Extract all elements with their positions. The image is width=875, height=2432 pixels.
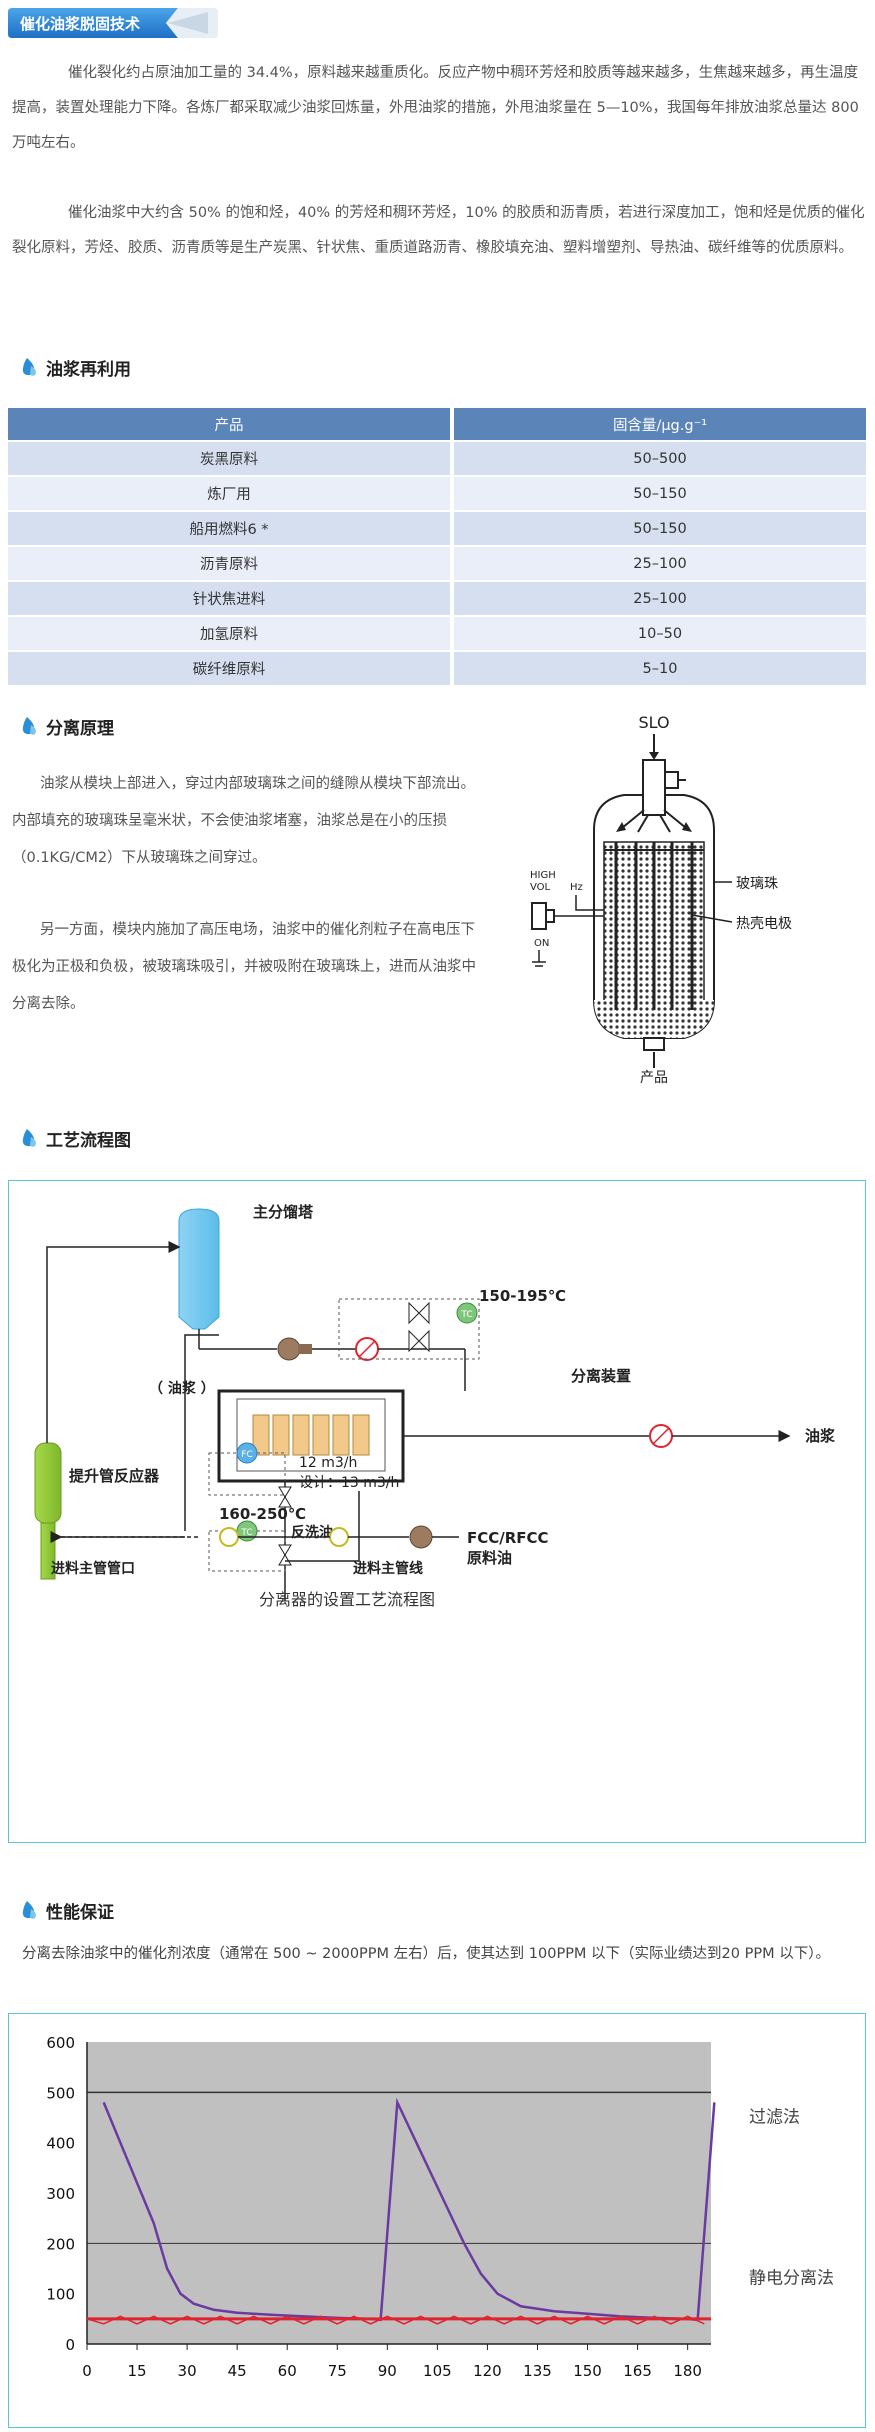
- inlet-label: SLO: [638, 713, 669, 732]
- x-tick-label: 180: [673, 2362, 702, 2380]
- process-flow-diagram: 主分馏塔 （ 油浆 ） TC 150-195℃ 分离装置 油浆: [8, 1180, 866, 1843]
- table-header-row: 产品 固含量/μg.g⁻¹: [8, 408, 866, 440]
- svg-text:FC: FC: [241, 1450, 252, 1460]
- droplet-icon: [22, 1901, 36, 1919]
- svg-text:Hz: Hz: [570, 882, 583, 893]
- svg-text:VOL: VOL: [530, 882, 551, 893]
- svg-text:ON: ON: [534, 938, 549, 949]
- feed-inlet-label: 进料主管管口: [51, 1560, 135, 1577]
- y-tick-label: 300: [46, 2185, 75, 2203]
- y-tick-label: 100: [46, 2286, 75, 2304]
- legend-label-1: 过滤法: [749, 2108, 800, 2128]
- x-tick-label: 120: [473, 2362, 502, 2380]
- x-tick-label: 165: [623, 2362, 652, 2380]
- performance-chart: 0 100 200 300 400 500 600 0 15 30 45 60 75 90 105 120 13…: [8, 2013, 866, 2428]
- intro-paragraph-2: 催化油浆中大约含 50% 的饱和烃，40% 的芳烃和稠环芳烃，10% 的胶质和沥…: [12, 205, 865, 256]
- series-line-1: [102, 2097, 716, 2322]
- svg-text:TC: TC: [240, 1528, 252, 1538]
- droplet-icon: [22, 358, 36, 376]
- x-tick-label: 45: [228, 2362, 247, 2380]
- pump-icon: [277, 1337, 301, 1361]
- separator-label: 分离装置: [571, 1367, 631, 1385]
- fractionator-tower: [178, 1208, 220, 1330]
- pump-icon: [409, 1525, 433, 1549]
- diagram-caption: 分离器的设置工艺流程图: [259, 1590, 435, 1609]
- power-switch-icon: [531, 902, 547, 930]
- section-tab: 催化油浆脱固技术: [8, 8, 218, 38]
- y-tick-label: 600: [46, 2034, 75, 2052]
- x-tick-label: 30: [178, 2362, 197, 2380]
- performance-text: 分离去除油浆中的催化剂浓度（通常在 500 ~ 2000PPM 左右）后，使其达…: [22, 1946, 830, 1962]
- svg-text:TC: TC: [460, 1310, 472, 1320]
- temp-range-1: 150-195℃: [479, 1287, 566, 1305]
- fc-indicator: [236, 1442, 258, 1464]
- backwash-label: 反洗油: [291, 1524, 333, 1541]
- table-row: 船用燃料6 *50–150: [8, 512, 866, 545]
- arrow-icon: [168, 12, 208, 34]
- tower-label: 主分馏塔: [253, 1203, 314, 1221]
- separation-paragraph-2: 另一方面，模块内施加了高压电场，油浆中的催化剂粒子在高电压下极化为正极和负极，被…: [12, 922, 476, 1012]
- separator-unit: [217, 1389, 405, 1483]
- droplet-icon: [22, 717, 36, 735]
- bead-label: 玻璃珠: [736, 875, 778, 892]
- y-tick-label: 400: [46, 2135, 75, 2153]
- y-tick-label: 0: [65, 2336, 75, 2354]
- x-tick-label: 15: [128, 2362, 147, 2380]
- x-tick-label: 0: [82, 2362, 92, 2380]
- header-content: 固含量/μg.g⁻¹: [454, 408, 866, 440]
- riser-reactor: [34, 1442, 62, 1524]
- electrode-label: 热壳电极: [736, 915, 792, 932]
- separator-diagram: SLO 玻璃珠 热壳电极 HIGH VOL Hz ON 产品: [530, 713, 792, 1086]
- page-title: 催化油浆脱固技术: [20, 15, 141, 33]
- x-tick-label: 135: [523, 2362, 552, 2380]
- flow-design: 设计：13 m3/h: [299, 1475, 399, 1491]
- x-tick-label: 60: [278, 2362, 297, 2380]
- y-tick-label: 500: [46, 2084, 75, 2102]
- header-product: 产品: [8, 408, 454, 440]
- feed-label-1: FCC/RFCC: [467, 1529, 549, 1547]
- separation-paragraph-1: 油浆从模块上部进入，穿过内部玻璃珠之间的缝隙从模块下部流出。内部填充的玻璃珠呈毫…: [12, 776, 475, 866]
- y-tick-label: 200: [46, 2235, 75, 2253]
- heat-exchanger-icon: [329, 1527, 349, 1547]
- x-tick-label: 105: [423, 2362, 452, 2380]
- x-tick-label: 150: [573, 2362, 602, 2380]
- feed-label-2: 原料油: [467, 1549, 512, 1567]
- slurry-out-label: 油浆: [805, 1427, 836, 1445]
- slurry-label: （ 油浆 ）: [149, 1380, 215, 1397]
- temp-range-2: 160-250℃: [219, 1505, 306, 1523]
- svg-text:HIGH: HIGH: [530, 870, 556, 881]
- intro-paragraph-1: 催化裂化约占原油加工量的 34.4%，原料越来越重质化。反应产物中稠环芳烃和胶质…: [12, 65, 859, 151]
- legend-label-2: 静电分离法: [749, 2269, 834, 2289]
- chart-svg: 0 100 200 300 400 500 600 0 15 30 45 60 75 90 105 120 13…: [46, 2034, 834, 2380]
- outlet-label: 产品: [640, 1070, 668, 1086]
- droplet-icon: [22, 1129, 36, 1147]
- flow-rate: 12 m3/h: [299, 1455, 357, 1471]
- x-tick-label: 90: [378, 2362, 397, 2380]
- plot-area: [87, 2042, 711, 2344]
- x-tick-label: 75: [328, 2362, 347, 2380]
- feed-line-label: 进料主管线: [353, 1560, 423, 1577]
- riser-label: 提升管反应器: [69, 1467, 160, 1485]
- tc-indicator: [456, 1302, 478, 1324]
- heat-exchanger-icon: [219, 1527, 239, 1547]
